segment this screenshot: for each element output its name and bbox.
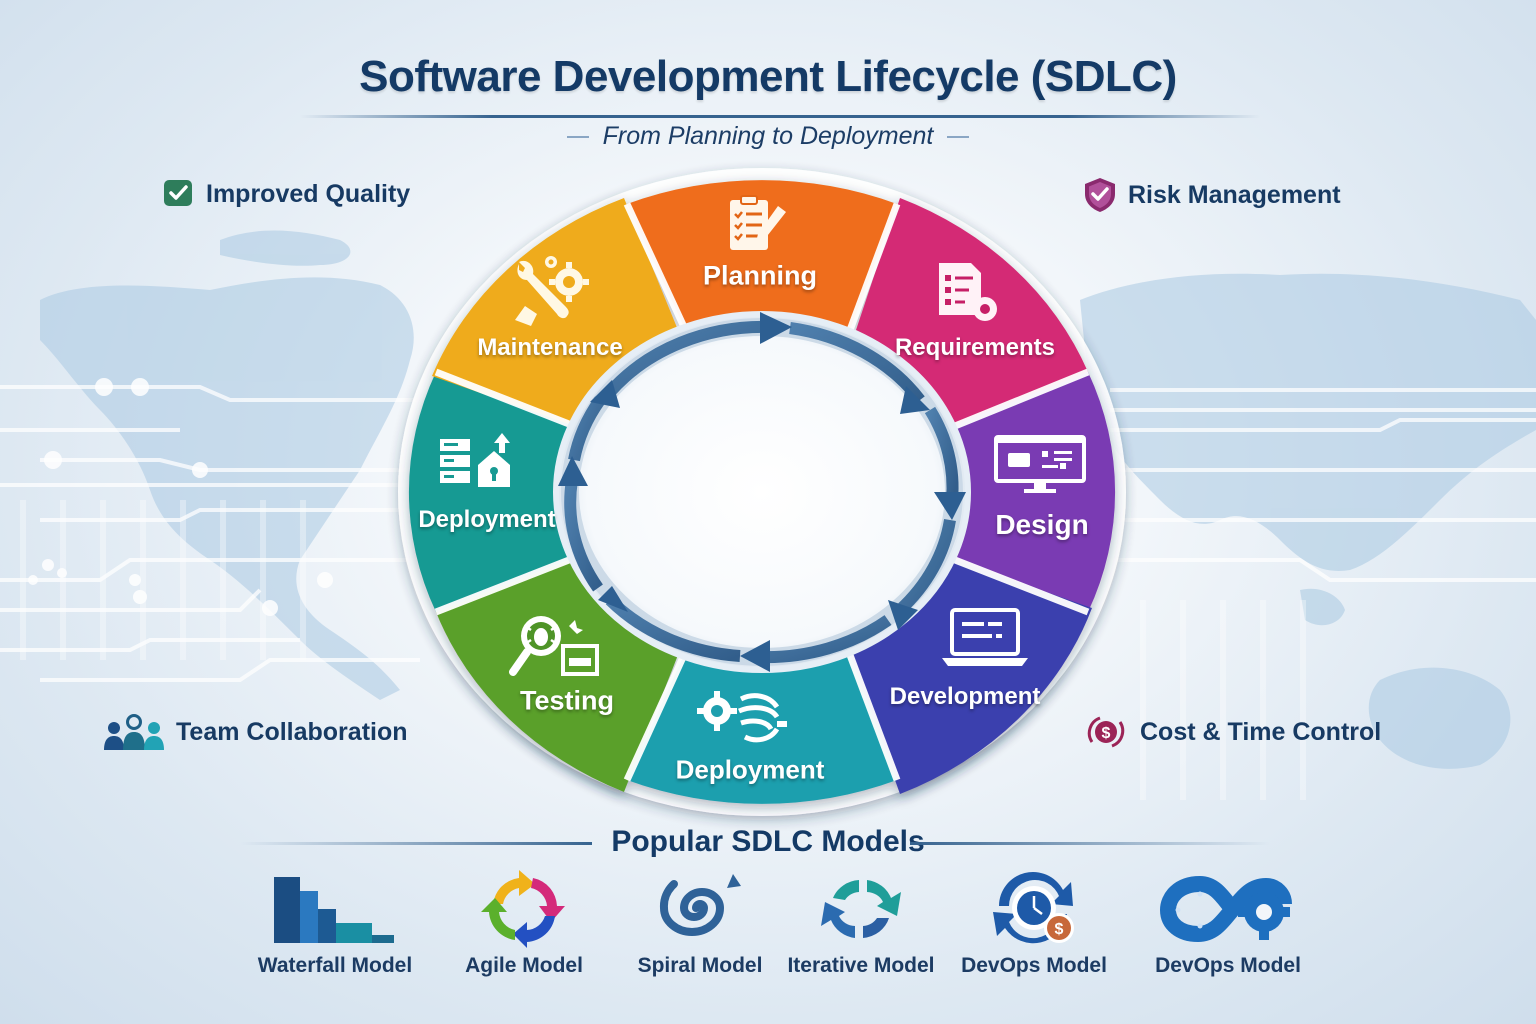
benefit-team-collaboration: Team Collaboration xyxy=(102,712,408,752)
sdlc-models-list: Waterfall Model Agile Model Spiral Model xyxy=(0,868,1536,988)
model-label: Agile Model xyxy=(465,954,583,977)
model-label: Waterfall Model xyxy=(257,954,413,977)
model-devops-infinity[interactable]: DevOps Model xyxy=(1138,868,1318,978)
agile-cycle-arrows-icon xyxy=(481,870,565,948)
team-people-icon xyxy=(104,714,164,750)
model-iterative[interactable]: Iterative Model xyxy=(771,868,951,978)
benefit-label: Team Collaboration xyxy=(176,717,408,746)
model-spiral[interactable]: Spiral Model xyxy=(610,868,790,978)
gear-clock-dollar-icon: $ xyxy=(993,872,1074,944)
benefit-label: Risk Management xyxy=(1128,180,1341,209)
title-divider xyxy=(300,115,1260,118)
model-devops-clock[interactable]: $ DevOps Model xyxy=(944,868,1124,978)
model-agile[interactable]: Agile Model xyxy=(434,868,614,978)
phase-label-design: Design xyxy=(995,509,1089,540)
model-label: DevOps Model xyxy=(1155,954,1301,977)
benefit-improved-quality: Improved Quality xyxy=(162,178,410,210)
phase-label-development: Development xyxy=(889,683,1041,710)
phase-label-deployment-left: Deployment xyxy=(418,506,556,533)
phase-label-testing: Testing xyxy=(520,685,614,716)
waterfall-steps-icon xyxy=(274,877,394,943)
model-label: Spiral Model xyxy=(637,954,763,977)
subtitle-text: From Planning to Deployment xyxy=(602,122,934,150)
server-house-upload-icon xyxy=(440,433,510,487)
benefit-risk-management: Risk Management xyxy=(1082,176,1341,214)
model-label: DevOps Model xyxy=(961,954,1107,977)
infinity-gear-icon xyxy=(1159,876,1292,943)
phase-segment-deployment-bottom[interactable] xyxy=(627,655,897,804)
spiral-icon xyxy=(659,874,741,936)
iterative-arrows-icon xyxy=(821,880,901,938)
document-list-icon xyxy=(939,263,997,321)
subtitle-dash-right xyxy=(947,136,970,139)
phase-label-planning: Planning xyxy=(703,260,817,291)
arrow-heads xyxy=(558,312,966,672)
page-subtitle: From Planning to Deployment xyxy=(0,122,1536,151)
svg-text:$: $ xyxy=(1102,725,1111,742)
wrench-gears-icon xyxy=(515,256,589,326)
phase-segment-planning[interactable] xyxy=(627,180,897,330)
page-title: Software Development Lifecycle (SDLC) xyxy=(359,52,1177,101)
models-divider-right xyxy=(910,842,1270,845)
models-divider-left xyxy=(240,842,592,845)
model-waterfall[interactable]: Waterfall Model xyxy=(245,868,425,978)
dollar-cycle-icon: $ xyxy=(1087,716,1125,748)
gear-plug-icon xyxy=(697,691,787,743)
phase-segment-testing[interactable] xyxy=(436,560,678,792)
magnifier-bug-icon xyxy=(509,616,599,676)
phase-label-requirements: Requirements xyxy=(894,334,1056,361)
shield-check-icon xyxy=(1085,178,1115,212)
benefit-label: Improved Quality xyxy=(206,179,411,208)
phase-label-maintenance: Maintenance xyxy=(477,334,623,361)
svg-text:$: $ xyxy=(1055,921,1064,938)
clipboard-pencil-icon xyxy=(730,195,786,250)
benefit-cost-time-control: $ Cost & Time Control xyxy=(1086,712,1381,752)
benefit-label: Cost & Time Control xyxy=(1140,717,1382,746)
model-label: Iterative Model xyxy=(787,954,935,977)
laptop-code-icon xyxy=(942,608,1028,666)
subtitle-dash-left xyxy=(566,136,589,139)
check-badge-icon xyxy=(164,180,192,206)
phase-segment-deployment-left[interactable] xyxy=(408,372,569,612)
phase-label-deployment-bottom: Deployment xyxy=(675,754,825,785)
monitor-design-icon xyxy=(994,435,1086,493)
models-section-title: Popular SDLC Models xyxy=(611,825,925,858)
